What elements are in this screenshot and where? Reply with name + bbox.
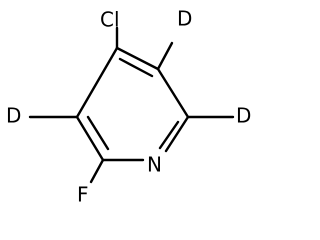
chemical-structure-diagram: Cl D D D N F [6,7,251,207]
atom-label-cl: Cl [100,8,120,32]
bond-c5-d [156,41,174,71]
bond-c2-f [89,158,105,184]
bond-c4-c5 [115,46,160,71]
atom-label-d-left: D [6,104,21,128]
bond-c6-n1 [164,115,190,153]
bond-c3-c4 [75,46,119,119]
bond-c5-c6 [156,67,190,119]
bond-c2-c3-inner [86,115,110,151]
bond-c4-c5-inner [118,57,154,78]
bond-c2-c3 [75,115,105,162]
atom-label-n: N [147,153,162,177]
atom-label-f: F [77,183,89,207]
atom-label-d-top: D [177,7,192,31]
bond-c6-n1-inner [158,120,180,150]
atom-label-d-right: D [236,104,251,128]
